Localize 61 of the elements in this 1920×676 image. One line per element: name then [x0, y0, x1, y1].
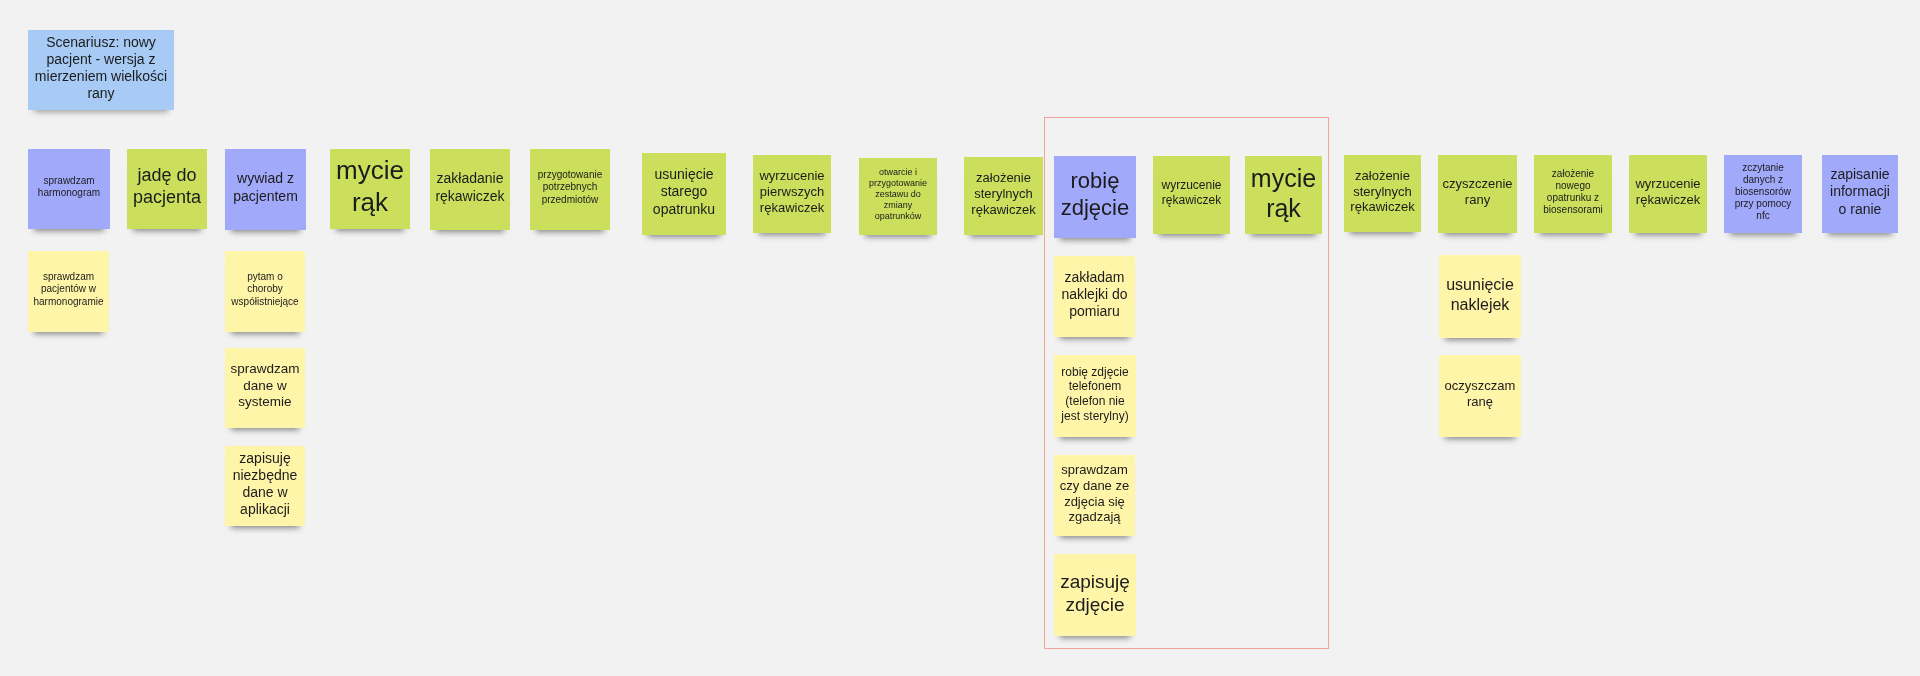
sticky-note	[1054, 355, 1136, 437]
sticky-note	[330, 149, 410, 229]
note-text: założenie nowego opatrunku z biosensorami	[1542, 167, 1604, 217]
note-text: robię zdjęcie	[1059, 168, 1131, 222]
sticky-note	[1153, 156, 1230, 234]
sticky-note	[1724, 155, 1802, 233]
note-text: czyszczenie rany	[1442, 176, 1513, 208]
note-text: mycie rąk	[1249, 162, 1318, 224]
sticky-note	[1822, 155, 1898, 233]
sticky-note	[28, 149, 110, 229]
sticky-note	[1054, 156, 1136, 238]
sticky-note	[225, 348, 305, 428]
note-text: zapisuję zdjęcie	[1059, 569, 1131, 617]
sticky-note	[642, 153, 726, 235]
sticky-note	[1344, 155, 1421, 232]
sticky-note	[1054, 256, 1135, 337]
note-text: wyrzucenie rękawiczek	[1160, 178, 1223, 208]
note-text: usunięcie naklejek	[1445, 275, 1515, 314]
sticky-note	[1439, 255, 1521, 338]
note-text: sprawdzam czy dane ze zdjęcia się zgadzają	[1058, 461, 1131, 526]
note-text: przygotowanie potrzebnych przedmiotów	[536, 169, 604, 206]
sticky-note	[964, 157, 1043, 235]
note-text: założenie sterylnych rękawiczek	[970, 170, 1037, 218]
frame-outline	[1044, 117, 1329, 649]
note-text: zakładam naklejki do pomiaru	[1060, 268, 1129, 321]
sticky-note	[127, 149, 207, 229]
note-text: mycie rąk	[335, 155, 405, 219]
sticky-note	[1054, 455, 1135, 536]
note-text: wyrzucenie rękawiczek	[1634, 176, 1702, 208]
sticky-note	[1534, 155, 1612, 233]
sticky-note	[530, 149, 610, 230]
sticky-note	[1439, 355, 1521, 437]
sticky-note	[1054, 554, 1136, 636]
sticky-note	[1245, 156, 1322, 234]
note-text: zczytanie danych z biosensorów przy pomocy nfc	[1733, 161, 1793, 223]
note-text: oczyszczam ranę	[1443, 378, 1517, 410]
note-text: zakładanie rękawiczek	[434, 170, 506, 205]
note-text: wywiad z pacjentem	[232, 170, 299, 205]
sticky-note	[225, 446, 305, 526]
note-text: otwarcie i przygotowanie zestawu do zmiany opatrunków	[867, 167, 928, 222]
sticky-note	[430, 149, 510, 230]
sticky-note	[225, 149, 306, 230]
note-text: jadę do pacjenta	[131, 165, 203, 209]
note-text: założenie sterylnych rękawiczek	[1349, 167, 1416, 216]
note-text: robię zdjęcie telefonem (telefon nie jest sterylny)	[1060, 364, 1130, 424]
note-text: sprawdzam dane w systemie	[229, 361, 301, 411]
note-text: sprawdzam pacjentów w harmonogramie	[32, 271, 105, 308]
sticky-note	[859, 158, 937, 235]
note-text: zapisanie informacji o ranie	[1829, 166, 1891, 218]
note-text: pytam o choroby współistniejące	[230, 271, 300, 308]
note-text: usunięcie starego opatrunku	[651, 166, 717, 218]
sticky-note	[753, 155, 831, 233]
note-text: sprawdzam harmonogram	[36, 174, 102, 200]
sticky-note	[1438, 155, 1517, 233]
sticky-note	[225, 251, 305, 332]
note-text: Scenariusz: nowy pacjent - wersja z mierzeniem wielkości rany	[33, 33, 169, 103]
sticky-note	[28, 30, 174, 110]
sticky-note	[1629, 155, 1707, 233]
note-text: wyrzucenie pierwszych rękawiczek	[758, 168, 826, 216]
sticky-note	[28, 251, 109, 332]
note-text: zapisuję niezbędne dane w aplikacji	[231, 449, 299, 519]
